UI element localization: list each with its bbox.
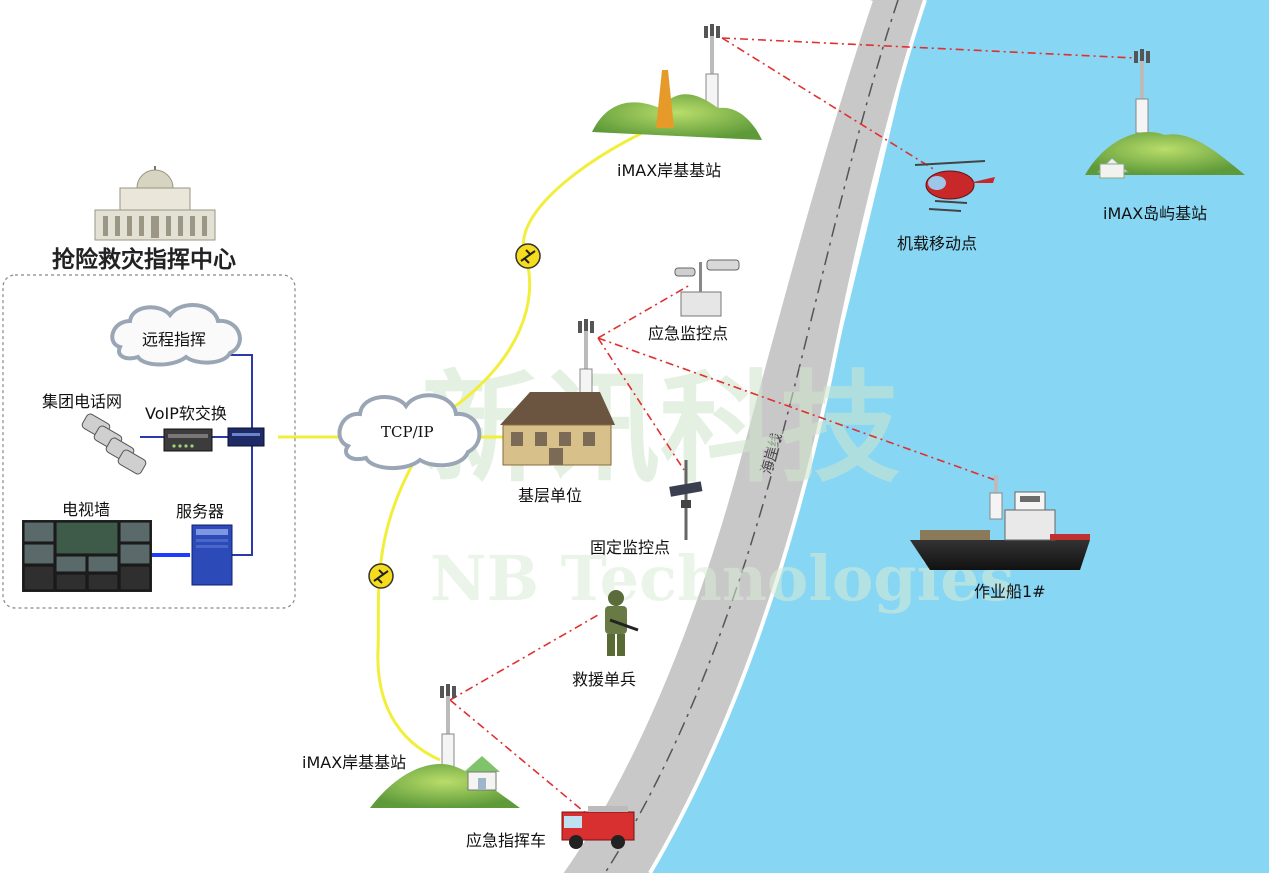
server-label: 服务器 [176,502,225,521]
road-centerline [604,0,899,873]
tcpip-cloud-icon [337,393,482,471]
fiber-connector-icon [515,243,541,269]
hill-with-tower-top [592,70,762,140]
command-vehicle-label: 应急指挥车 [466,831,547,850]
fixed-monitor-label: 固定监控点 [590,538,671,557]
fixed-monitor-icon [669,460,703,540]
airborne-mobile-label: 机载移动点 [897,234,978,253]
fiber-connector-icon [368,563,394,589]
soldier-icon [605,590,639,656]
shore-station-bottom-label: iMAX岸基基站 [302,753,407,772]
shore-station-top-label: iMAX岸基基站 [617,161,722,180]
emergency-monitor-label: 应急监控点 [648,324,729,343]
tcpip-label: TCP/IP [381,423,434,441]
ship-icon [910,491,1090,570]
fire-truck-icon [561,806,635,849]
rescue-soldier-label: 救援单兵 [572,670,637,689]
backbone-link-bottom [376,459,441,762]
emergency-monitor-icon [674,259,740,317]
sea-area [650,0,1269,873]
island-hill [1085,131,1245,179]
server-icon [191,524,233,586]
helicopter-icon [914,160,995,212]
base-station-tower-icon [440,684,456,769]
government-building-icon [94,166,216,241]
tv-wall-label: 电视墙 [62,500,111,519]
voip-switch-icon [163,428,213,452]
coastal-road [560,0,925,873]
base-unit-building-icon [500,392,615,466]
road-edge-outer [648,0,927,873]
base-station-tower-icon [1134,49,1150,134]
eiffel-tower-icon [656,70,674,128]
base-unit-label: 基层单位 [518,486,583,505]
road-edge-inner [557,0,873,873]
command-center-box [2,274,296,609]
voip-label: VoIP软交换 [145,404,227,423]
base-station-tower-icon [989,475,1003,520]
hill-with-tower-bottom [370,764,520,808]
watermark-cn: 新讯科技 [420,360,900,499]
remote-command-label: 远程指挥 [142,330,207,349]
house-icon [464,756,500,791]
group-phone-label: 集团电话网 [42,392,123,411]
work-ship-label: 作业船1# [974,582,1046,601]
command-center-title: 抢险救灾指挥中心 [52,247,236,273]
watermark: 新讯科技 NB Technologies [420,360,1015,615]
watermark-en: NB Technologies [430,542,1015,615]
tv-wall-icon [22,520,152,592]
router-icon [227,427,265,447]
wireless-links [449,37,1136,816]
base-station-tower-icon [704,24,720,111]
cloud-icon [110,302,242,367]
phone-group-icon [81,413,147,475]
island-station-label: iMAX岛屿基站 [1103,204,1208,223]
